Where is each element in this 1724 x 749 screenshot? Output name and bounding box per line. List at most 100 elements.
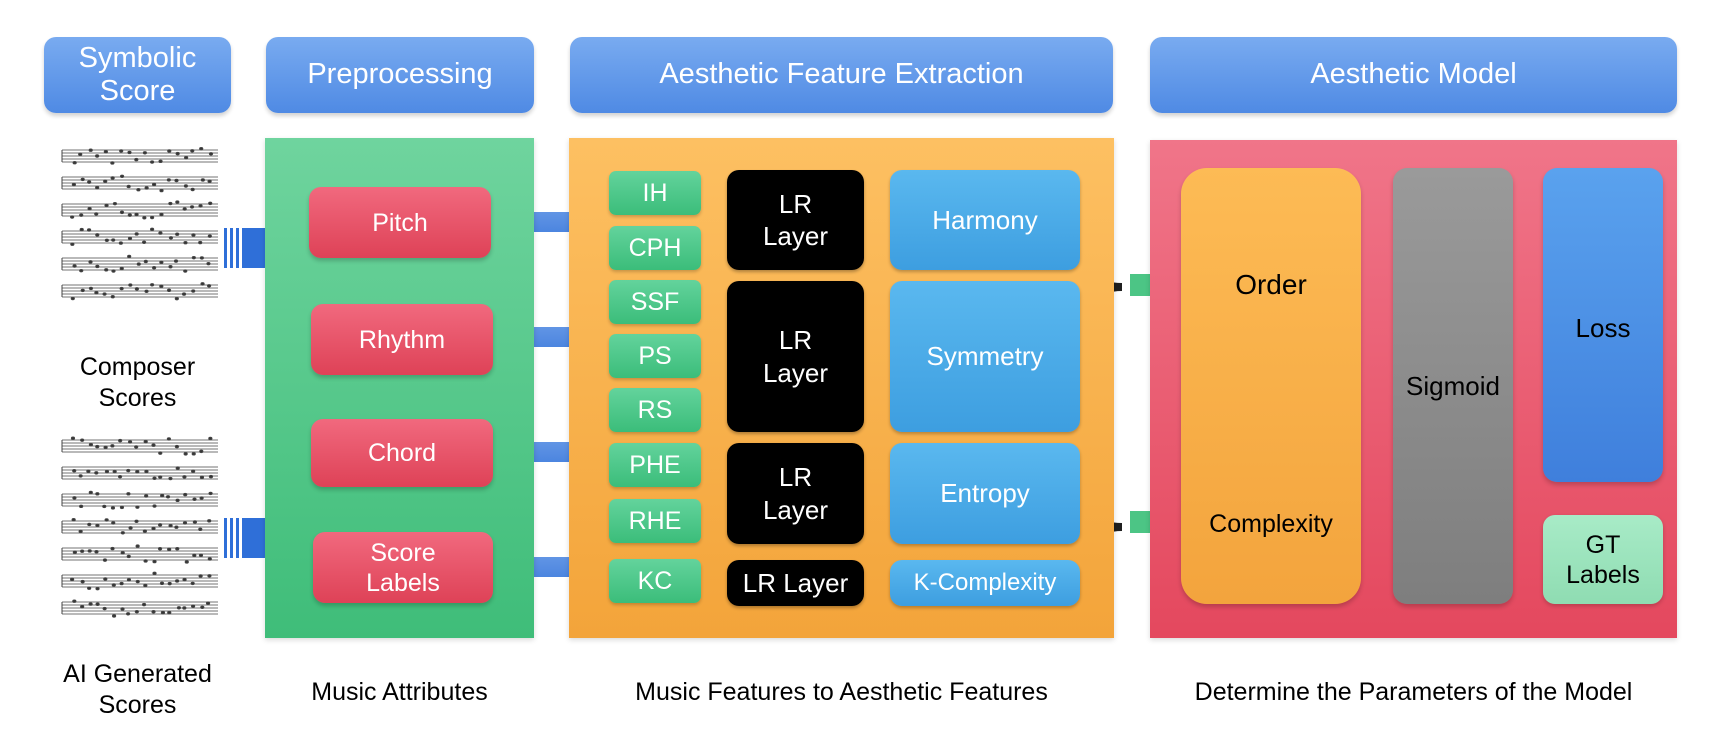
score-note	[127, 254, 132, 259]
score-note	[127, 213, 132, 217]
lr-layer-harmony-label: LR Layer	[762, 188, 829, 252]
score-note	[152, 504, 157, 508]
score-note	[208, 491, 213, 496]
score-note	[134, 232, 139, 236]
score-note	[205, 601, 211, 605]
score-note	[192, 520, 198, 524]
feature-ih-label: IH	[642, 178, 668, 207]
score-note	[191, 452, 196, 456]
score-note	[119, 210, 125, 215]
score-note	[95, 264, 100, 269]
attribute-rhythm: Rhythm	[311, 304, 493, 375]
score-note	[72, 161, 77, 165]
score-note	[182, 207, 187, 211]
score-note	[144, 469, 149, 474]
score-note	[125, 612, 131, 616]
score-note	[80, 605, 85, 609]
score-note	[143, 559, 148, 563]
score-note	[184, 560, 189, 564]
score-note	[104, 268, 109, 272]
score-note	[128, 283, 133, 287]
header-aesthetic-model-label: Aesthetic Model	[1310, 58, 1517, 91]
score-note	[80, 288, 85, 293]
score-note	[104, 469, 110, 474]
score-note	[71, 517, 76, 522]
score-note	[175, 151, 180, 156]
header-preprocessing: Preprocessing	[266, 37, 534, 113]
score-note	[207, 179, 212, 183]
score-note	[167, 581, 172, 586]
feature-rhe-label: RHE	[628, 506, 682, 535]
composer-score-sheet	[61, 146, 218, 301]
aesthetic-entropy: Entropy	[890, 443, 1080, 544]
score-note	[199, 449, 204, 454]
feature-rs: RS	[609, 388, 701, 432]
score-note	[110, 176, 115, 180]
loss-label: Loss	[1575, 312, 1631, 343]
score-note	[88, 260, 93, 264]
attribute-pitch: Pitch	[309, 187, 491, 258]
aesthetic-kcomplexity: K-Complexity	[890, 560, 1080, 606]
score-note	[120, 531, 125, 535]
score-note	[208, 152, 214, 156]
score-note	[79, 213, 84, 217]
score-note	[95, 492, 100, 496]
score-note	[144, 494, 149, 498]
score-note	[182, 577, 187, 582]
sigmoid-label: Sigmoid	[1406, 370, 1500, 401]
attribute-chord-label: Chord	[367, 439, 437, 467]
score-note	[158, 159, 163, 164]
lr-layer-harmony: LR Layer	[727, 170, 864, 270]
ai-score-sheet	[61, 436, 218, 618]
aesthetic-harmony-label: Harmony	[932, 204, 1038, 235]
order-label: Order	[1235, 269, 1307, 300]
score-note	[102, 606, 107, 611]
score-note	[206, 261, 211, 266]
feature-rhe: RHE	[609, 499, 701, 543]
score-note	[158, 451, 163, 455]
feature-kc: KC	[609, 559, 701, 603]
score-note	[208, 436, 213, 441]
score-note	[192, 553, 197, 558]
score-note	[79, 227, 84, 232]
aesthetic-harmony: Harmony	[890, 170, 1080, 270]
score-note	[168, 265, 173, 269]
score-note	[95, 185, 100, 190]
score-note	[165, 495, 171, 499]
score-note	[199, 496, 204, 500]
score-note	[94, 550, 99, 554]
score-note	[198, 240, 203, 245]
score-note	[120, 551, 125, 555]
score-note	[134, 609, 139, 614]
score-note	[135, 505, 140, 509]
score-note	[158, 523, 163, 527]
score-note	[149, 227, 155, 231]
score-note	[207, 519, 212, 523]
attribute-chord: Chord	[311, 419, 493, 487]
score-note	[191, 469, 196, 473]
score-note	[167, 610, 172, 615]
score-note	[70, 215, 75, 219]
score-note	[88, 286, 94, 291]
score-note	[206, 284, 212, 288]
header-symbolic-score-label: Symbolic Score	[78, 41, 197, 107]
score-note	[119, 174, 125, 179]
feature-ih: IH	[609, 171, 701, 215]
header-aesthetic-model: Aesthetic Model	[1150, 37, 1677, 113]
score-note	[159, 212, 164, 217]
score-note	[175, 200, 180, 204]
score-note	[159, 188, 164, 193]
score-note	[87, 549, 92, 553]
score-note	[183, 240, 188, 245]
score-note	[166, 178, 171, 182]
score-note	[199, 256, 204, 260]
score-note	[72, 264, 77, 268]
score-note	[70, 577, 75, 582]
attribute-pitch-label: Pitch	[372, 208, 428, 237]
score-note	[119, 286, 124, 291]
gt-labels-box: GT Labels	[1543, 515, 1663, 604]
feature-cph-label: CPH	[628, 233, 682, 262]
score-note	[86, 228, 92, 232]
score-note	[149, 160, 155, 164]
score-note	[88, 442, 94, 447]
